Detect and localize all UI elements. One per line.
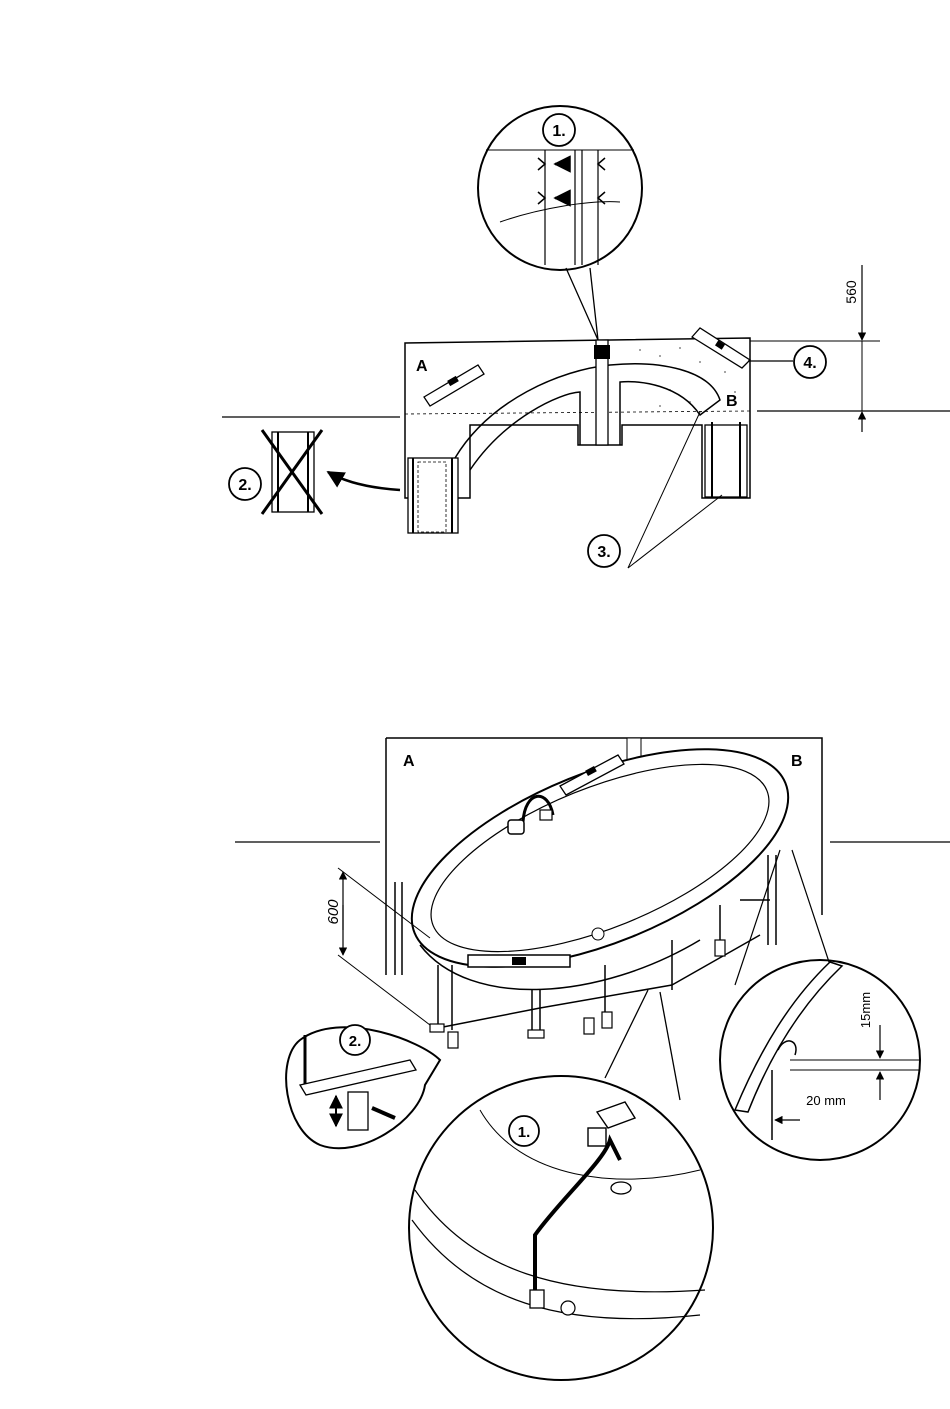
svg-text:4.: 4.: [803, 355, 816, 372]
leg-assembly-a: [408, 458, 458, 533]
svg-text:2.: 2.: [349, 1033, 362, 1050]
corner-label-b-bottom: B: [791, 753, 803, 770]
bathtub: [383, 704, 818, 1011]
svg-text:1.: 1.: [518, 1124, 531, 1141]
step-4-badge: 4.: [794, 346, 826, 378]
step-1-badge: 1.: [543, 114, 575, 146]
svg-text:20 mm: 20 mm: [806, 1093, 846, 1108]
step-1-badge-bottom: 1.: [509, 1116, 539, 1146]
bottom-figure: A B 600 2.: [235, 704, 950, 1380]
corner-label-a: A: [416, 358, 428, 375]
leg-assembly-b: [705, 422, 747, 497]
svg-text:3.: 3.: [597, 544, 610, 561]
svg-text:560: 560: [843, 280, 859, 304]
spirit-level-front-icon: [468, 955, 570, 967]
step-2-badge: 2.: [229, 468, 261, 500]
step-2-badge-bottom: 2.: [340, 1025, 370, 1055]
top-figure: 1. 2. 3. 4. A B: [222, 106, 950, 568]
zoom-callout-rim: 15mm 20 mm: [720, 850, 920, 1160]
corner-label-a-bottom: A: [403, 753, 415, 770]
svg-text:2.: 2.: [238, 477, 251, 494]
svg-text:600: 600: [325, 899, 342, 925]
height-dimension-600: 600: [325, 868, 430, 1025]
svg-text:1.: 1.: [552, 123, 565, 140]
corner-label-b: B: [726, 393, 738, 410]
step-3-badge: 3.: [588, 535, 620, 567]
svg-text:15mm: 15mm: [858, 992, 873, 1028]
removed-leg-icon: [262, 430, 400, 514]
